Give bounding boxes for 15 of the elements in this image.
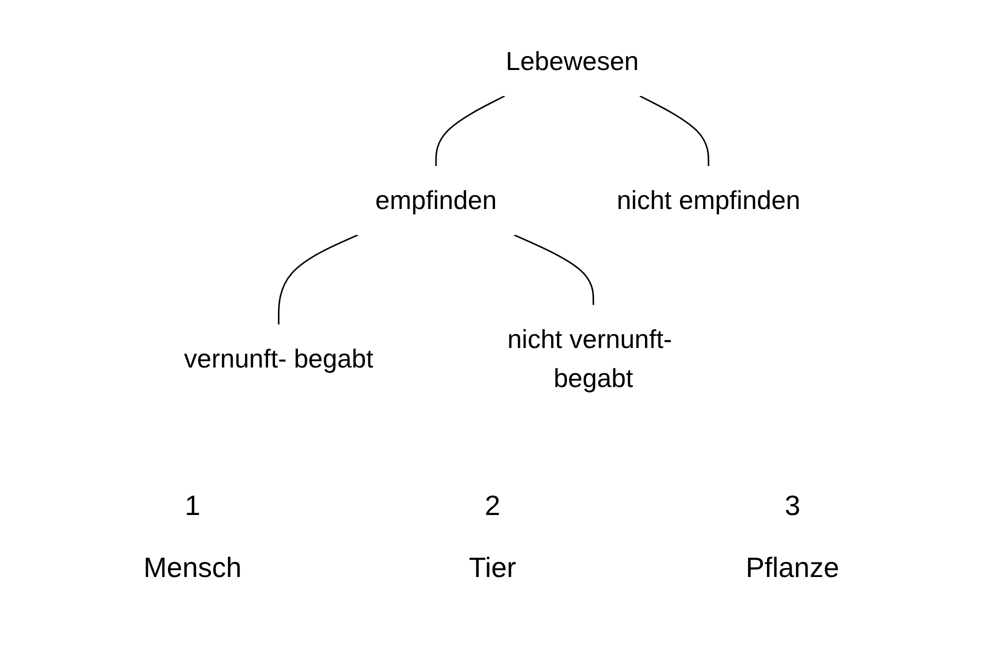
node-text: nicht empfinden — [617, 184, 801, 215]
node-text: Lebewesen — [506, 46, 640, 76]
label-text: Mensch — [143, 552, 242, 584]
node-text: nicht vernunft- begabt — [508, 324, 672, 393]
node-text: empfinden — [376, 184, 498, 215]
connector — [640, 95, 710, 166]
label-text: Pflanze — [746, 552, 840, 584]
label-text: 1 — [184, 490, 200, 522]
label-text: Tier — [468, 552, 516, 584]
label-text: 2 — [484, 490, 500, 522]
label-text: 3 — [784, 490, 800, 522]
connector — [278, 234, 359, 324]
node-text: vernunft- begabt — [184, 343, 374, 374]
connector — [514, 234, 594, 305]
connector — [436, 95, 506, 166]
